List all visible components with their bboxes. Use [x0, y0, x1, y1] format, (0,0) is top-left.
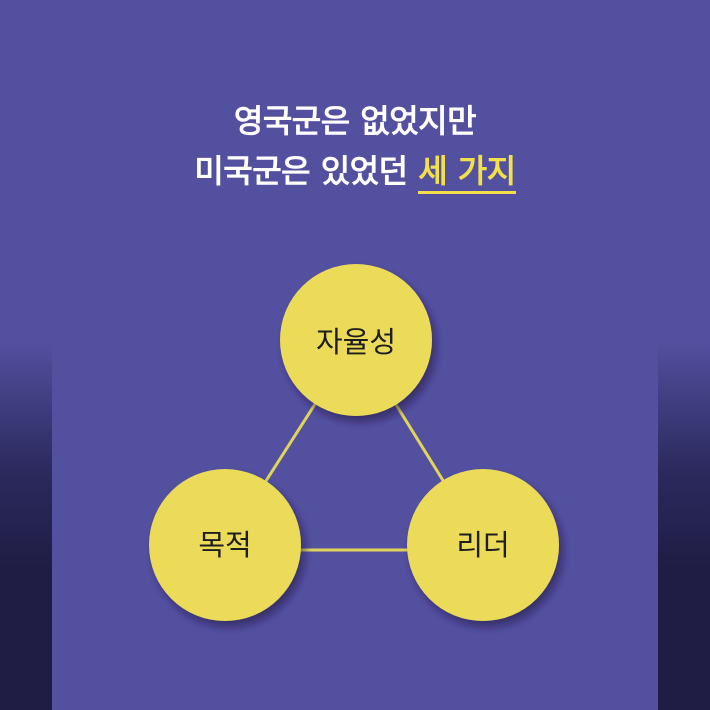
node-label-left: 목적 — [198, 528, 252, 562]
right-gradient-band — [658, 0, 710, 710]
node-circle-right — [407, 469, 559, 621]
headline-line-2: 미국군은 있었던 세 가지 — [0, 146, 710, 195]
headline-line-1: 영국군은 없었지만 — [233, 102, 477, 140]
node-circle-left — [149, 469, 301, 621]
node-circle-top — [280, 264, 432, 416]
headline-line-2-prefix: 미국군은 있었던 — [194, 152, 419, 190]
headline-highlight: 세 가지 — [418, 153, 516, 195]
left-gradient-band — [0, 0, 52, 710]
node-label-top: 자율성 — [315, 325, 397, 359]
node-label-right: 리더 — [456, 528, 510, 562]
